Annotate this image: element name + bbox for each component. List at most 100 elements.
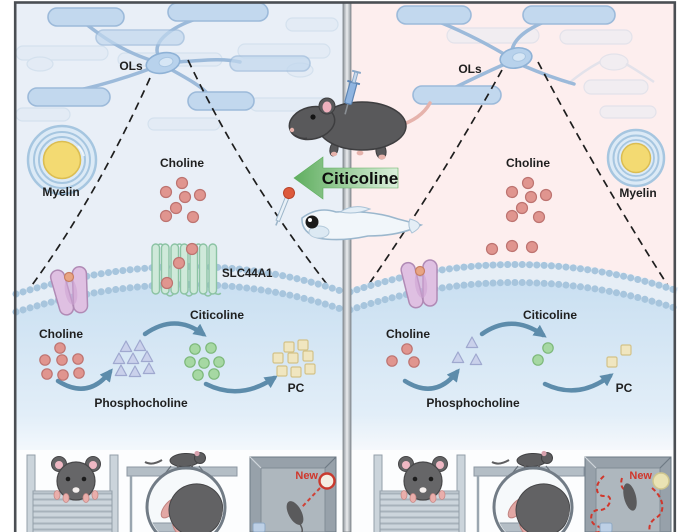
left-pathway-arrows xyxy=(55,321,278,394)
left-citicoline xyxy=(184,356,196,368)
left-extracellular-choline xyxy=(159,209,173,223)
right-pc xyxy=(620,344,632,356)
right-cytosol-choline xyxy=(408,356,420,368)
left-myelin-cross-section xyxy=(26,124,98,196)
behavior-climbing-left xyxy=(26,454,119,532)
right-membrane-choline xyxy=(485,242,499,256)
left-phosphocholine xyxy=(119,340,133,353)
left-cytosol-choline xyxy=(57,369,69,381)
right-citicoline xyxy=(532,354,544,366)
left-citicoline xyxy=(192,369,204,381)
left-cytosol-choline xyxy=(73,367,85,379)
left-citicoline xyxy=(213,356,225,368)
left-channel-choline xyxy=(185,242,199,256)
left-pc xyxy=(272,352,284,364)
right-transporter-choline xyxy=(414,265,426,277)
left-pc xyxy=(302,350,314,362)
right-oligodendrocyte xyxy=(396,5,616,105)
left-cytosol-choline xyxy=(41,368,53,380)
left-citicoline xyxy=(208,368,220,380)
right-membrane xyxy=(346,261,679,314)
left-cytosol-choline xyxy=(54,342,66,354)
behavior-novel-object-right: New xyxy=(584,456,672,532)
left-myelin-label: Myelin xyxy=(42,185,79,199)
behavior-novel-object-left: New xyxy=(249,456,337,532)
left-cytosol-choline xyxy=(56,354,68,366)
left-channel-choline xyxy=(160,276,174,290)
right-extracellular-choline xyxy=(532,210,546,224)
right-extracellular-choline xyxy=(515,201,529,215)
left-transporter-choline xyxy=(63,271,75,283)
zoom-funnel-dashes xyxy=(26,59,673,295)
left-pc xyxy=(276,365,288,377)
right-citicoline xyxy=(542,342,554,354)
right-choline-transporter xyxy=(400,259,438,309)
right-phosphocholine-label: Phosphocholine xyxy=(426,396,520,410)
right-membrane-choline xyxy=(525,240,539,254)
left-phosphocholine xyxy=(142,362,156,375)
right-ols-label: OLs xyxy=(458,62,482,76)
right-phosphocholine xyxy=(469,353,483,366)
left-cytosol-choline xyxy=(72,353,84,365)
left-choline-transporter xyxy=(49,265,89,316)
slc44a1-channel xyxy=(151,243,222,297)
left-ols-label: OLs xyxy=(119,59,143,73)
citicoline-arrow: Citicoline xyxy=(293,156,399,200)
slc44a1-label: SLC44A1 xyxy=(222,268,273,280)
right-pc-label: PC xyxy=(616,381,633,395)
left-extracellular-choline xyxy=(186,210,200,224)
left-citicoline xyxy=(189,343,201,355)
right-extracellular-choline xyxy=(505,209,519,223)
left-extracellular-choline xyxy=(193,188,207,202)
left-extracellular-choline-label: Choline xyxy=(160,156,204,170)
citicoline-arrow-label: Citicoline xyxy=(322,169,399,188)
left-phosphocholine xyxy=(126,352,140,365)
left-phosphocholine xyxy=(112,352,126,365)
left-phosphocholine xyxy=(140,350,154,363)
right-myelin-cross-section xyxy=(606,128,666,188)
right-myelin-label: Myelin xyxy=(619,186,656,200)
right-background-axons xyxy=(446,27,657,119)
behavior-beam-left xyxy=(126,450,238,532)
left-cytosol-choline xyxy=(39,354,51,366)
left-phosphocholine-label: Phosphocholine xyxy=(94,396,188,410)
left-extracellular-choline xyxy=(169,201,183,215)
behavior-climbing-right xyxy=(373,454,466,532)
left-pc xyxy=(287,352,299,364)
right-cytosol-choline xyxy=(386,355,398,367)
right-extracellular-choline xyxy=(524,190,538,204)
left-pc xyxy=(283,341,295,353)
left-pc xyxy=(290,366,302,378)
left-extracellular-choline xyxy=(159,185,173,199)
left-channel-choline xyxy=(172,256,186,270)
left-phosphocholine xyxy=(128,365,142,378)
left-citicoline-label: Citicoline xyxy=(190,308,244,322)
right-extracellular-choline xyxy=(539,188,553,202)
left-oligodendrocyte xyxy=(27,2,311,111)
left-pc xyxy=(304,363,316,375)
right-new-object-label: New xyxy=(629,470,652,482)
right-cytosol-choline-label: Choline xyxy=(386,327,430,341)
right-extracellular-choline xyxy=(521,176,535,190)
left-cytosol-choline-label: Choline xyxy=(39,327,83,341)
left-pc xyxy=(297,339,309,351)
behavior-beam-right xyxy=(473,450,585,532)
left-citicoline xyxy=(198,357,210,369)
right-citicoline-label: Citicoline xyxy=(523,308,577,322)
right-extracellular-choline xyxy=(505,185,519,199)
right-cell-interior xyxy=(350,278,675,460)
right-phosphocholine xyxy=(465,336,479,349)
right-pc xyxy=(606,356,618,368)
right-membrane-choline xyxy=(505,239,519,253)
right-extracellular-choline-label: Choline xyxy=(506,156,550,170)
left-extracellular-choline xyxy=(175,176,189,190)
left-phosphocholine xyxy=(114,364,128,377)
figure-frame xyxy=(13,1,677,532)
right-phosphocholine xyxy=(451,351,465,364)
left-extracellular-choline xyxy=(178,190,192,204)
right-pathway-arrows xyxy=(402,321,614,393)
left-pc-label: PC xyxy=(288,381,305,395)
dropper xyxy=(275,187,295,226)
